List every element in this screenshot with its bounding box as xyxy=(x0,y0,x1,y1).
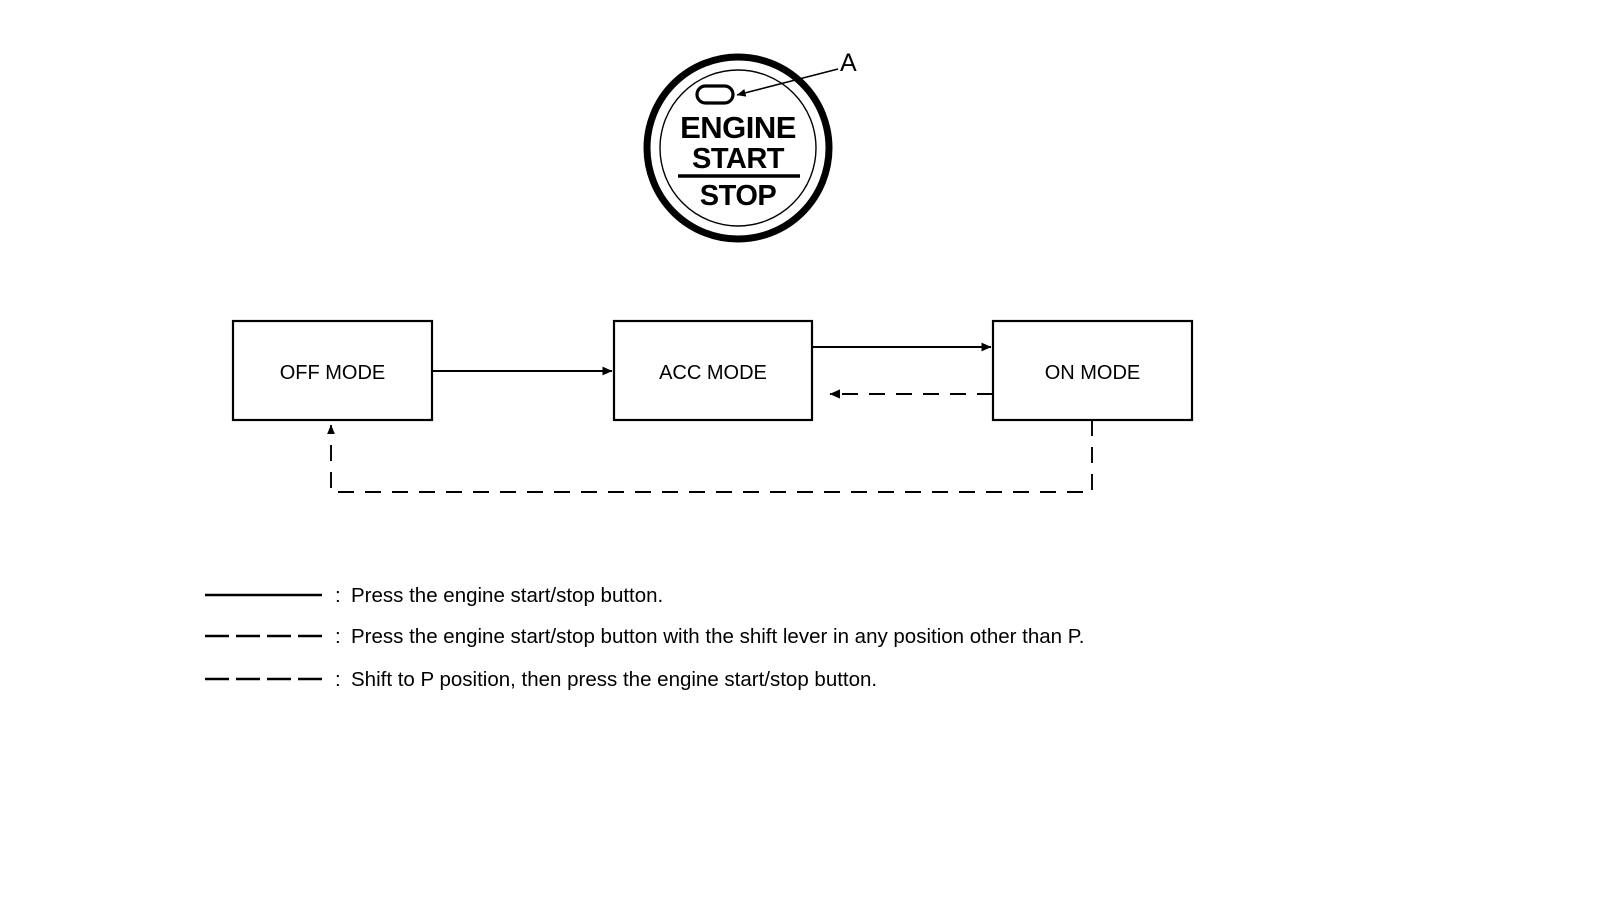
mode-box-off-rect xyxy=(231,319,434,422)
mode-box-acc[interactable]: ACC MODE xyxy=(612,319,814,422)
indicator-lamp-icon xyxy=(695,84,735,105)
button-text-stop: STOP xyxy=(700,180,777,212)
legend-label-1: Press the engine start/stop button with … xyxy=(351,625,1085,648)
button-text-start: START xyxy=(692,143,785,175)
legend-separator-0: : xyxy=(335,584,341,607)
legend-item-0: : Press the engine start/stop button. xyxy=(205,584,663,607)
mode-box-on-label: ON MODE xyxy=(1045,362,1141,384)
engine-start-stop-button[interactable]: ENGINE START STOP xyxy=(643,53,833,243)
edge-on-to-off xyxy=(327,420,1093,493)
button-inner-ring xyxy=(659,69,817,227)
callout-label-a: A xyxy=(840,49,857,77)
mode-box-on-rect xyxy=(991,319,1194,422)
legend-label-2: Shift to P position, then press the engi… xyxy=(351,668,877,691)
legend-item-1: : Press the engine start/stop button wit… xyxy=(205,625,1085,648)
mode-box-off-label: OFF MODE xyxy=(280,362,386,384)
callout-leader-line xyxy=(736,68,839,97)
mode-box-on[interactable]: ON MODE xyxy=(991,319,1194,422)
legend-label-0: Press the engine start/stop button. xyxy=(351,584,663,607)
callout-a: A xyxy=(736,49,857,97)
button-text-engine: ENGINE xyxy=(680,110,796,145)
legend-separator-2: : xyxy=(335,668,341,691)
legend: : Press the engine start/stop button. : … xyxy=(205,584,1085,691)
legend-item-2: : Shift to P position, then press the en… xyxy=(205,668,877,691)
mode-box-off[interactable]: OFF MODE xyxy=(231,319,434,422)
mode-box-acc-rect xyxy=(612,319,814,422)
mode-box-acc-label: ACC MODE xyxy=(659,362,767,384)
legend-separator-1: : xyxy=(335,625,341,648)
